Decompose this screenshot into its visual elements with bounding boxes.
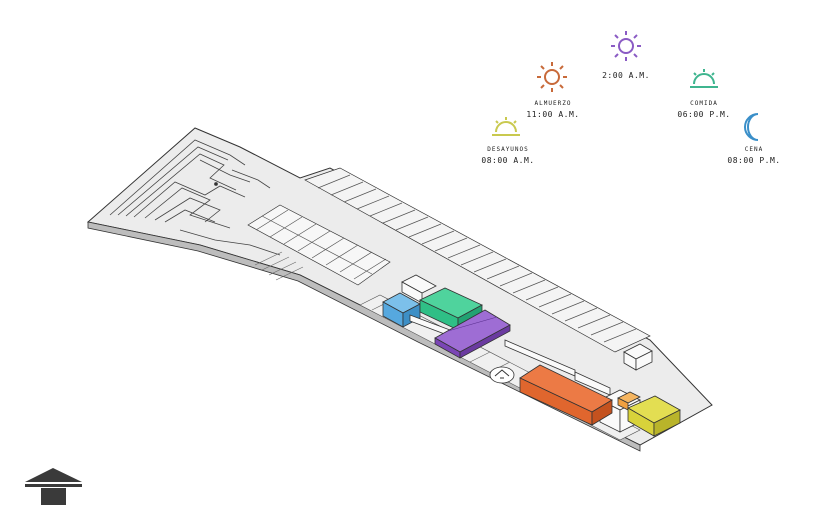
schedule-name: DESAYUNOS <box>487 146 529 153</box>
maze-garden <box>109 139 281 256</box>
moon-icon <box>744 113 759 141</box>
schedule-label-desayunos: DESAYUNOS 08:00 A.M. <box>481 146 534 165</box>
schedule-label-almuerzo: ALMUERZO 11:00 A.M. <box>526 100 579 119</box>
purple-building <box>434 309 511 359</box>
schedule-name: ALMUERZO <box>534 100 572 107</box>
green-building <box>419 287 483 331</box>
sunrise-icon <box>492 117 520 136</box>
parking-grid-center <box>247 204 391 286</box>
site-compass-icon <box>489 366 515 384</box>
schedule-label-comida: COMIDA 06:00 P.M. <box>677 100 730 119</box>
schedule-time: 2:00 A.M. <box>602 71 650 80</box>
north-marker-icon <box>25 468 82 505</box>
schedule-time: 06:00 P.M. <box>677 110 731 119</box>
schedule-time: 11:00 A.M. <box>526 110 580 119</box>
orange-building <box>519 364 613 426</box>
schedule-time: 08:00 A.M. <box>481 156 535 165</box>
schedule-label-dos-am: 2:00 A.M. <box>602 68 650 80</box>
yellow-building <box>627 395 681 437</box>
schedule-name: CENA <box>744 146 764 153</box>
parking-strip-back <box>304 167 651 353</box>
sun-icon <box>537 62 567 92</box>
schedule-label-cena: CENA 08:00 P.M. <box>727 146 780 165</box>
sunset-icon <box>690 69 718 88</box>
schedule-time: 08:00 P.M. <box>727 156 781 165</box>
schedule-name: COMIDA <box>690 100 718 107</box>
sun-icon <box>611 31 641 61</box>
